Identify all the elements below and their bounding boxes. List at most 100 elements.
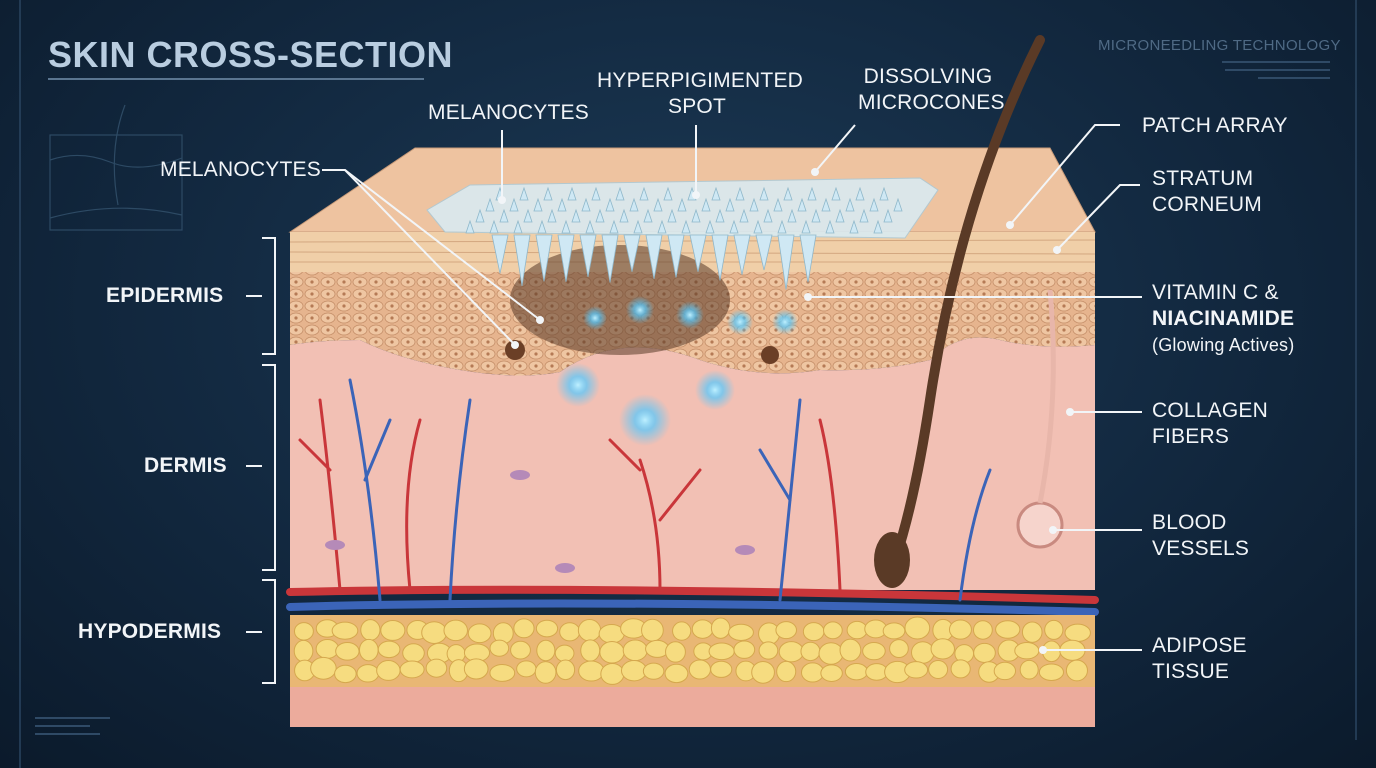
microcone (633, 219, 643, 234)
fat-cell (846, 620, 868, 640)
fat-cell (580, 639, 601, 662)
microcone (835, 208, 845, 223)
fat-cell (293, 639, 314, 663)
label-line: SPOT (668, 95, 726, 118)
fat-cell (535, 619, 559, 638)
fat-cell (710, 617, 731, 639)
fat-cell (904, 661, 929, 679)
microcone (797, 197, 807, 212)
microcone (729, 219, 739, 234)
fat-cell (489, 664, 516, 682)
microcone (705, 219, 715, 234)
label-patch-array: PATCH ARRAY (1142, 114, 1288, 137)
fat-cell (358, 638, 379, 662)
microcone (537, 219, 547, 234)
fat-cell (402, 643, 425, 663)
label-hyperpigmented-spot: HYPERPIGIMENTED SPOT (597, 68, 803, 120)
microcone (623, 234, 641, 272)
hair-follicle (874, 532, 910, 588)
fat-cell (904, 616, 931, 640)
microcone (759, 186, 769, 201)
microcone (763, 208, 773, 223)
microcone (639, 186, 649, 201)
melanocytes (505, 340, 779, 364)
fat-cell (620, 659, 648, 682)
microcone (667, 234, 685, 278)
fat-cell (776, 660, 797, 683)
decorative-lines (35, 61, 1330, 735)
fat-cell (930, 638, 955, 660)
fat-cell (758, 641, 779, 660)
fat-cell (510, 640, 531, 660)
label-line: (Glowing Actives) (1152, 335, 1295, 355)
label-blood-vessels: BLOOD VESSELS (1152, 510, 1249, 562)
microcone (601, 234, 619, 283)
fat-cell (356, 664, 380, 683)
microcone (859, 208, 869, 223)
fat-cell (513, 618, 535, 639)
microcone (591, 186, 601, 201)
fat-cell (688, 659, 711, 680)
microcone (643, 208, 653, 223)
fat-cell (555, 659, 576, 681)
fat-cell (862, 641, 886, 661)
label-line: FIBERS (1152, 425, 1230, 448)
fibroblast-cells (325, 470, 755, 573)
label-line: COLLAGEN (1152, 399, 1268, 422)
fat-cell (1065, 659, 1088, 682)
microcone (711, 234, 729, 281)
microcone (733, 234, 751, 275)
fat-cell (599, 640, 625, 664)
label-line: CORNEUM (1152, 193, 1262, 216)
fat-cell (802, 622, 825, 642)
label-melanocytes-top: MELANOCYTES (428, 101, 589, 124)
thumbnail-diagram (49, 104, 183, 231)
fat-cell (839, 638, 862, 662)
fat-cell (1064, 623, 1091, 642)
fat-cell (889, 639, 909, 659)
fat-cell (425, 658, 448, 678)
fat-cell (489, 639, 510, 657)
fat-cell (1038, 663, 1064, 681)
microcone (677, 197, 687, 212)
fat-cell (600, 662, 625, 685)
label-line: VITAMIN C & (1152, 281, 1279, 304)
microcone (475, 208, 485, 223)
fat-cell (995, 620, 1021, 639)
microcone (485, 197, 495, 212)
microcone (689, 234, 707, 272)
microcone (535, 234, 553, 282)
microcone (777, 234, 795, 290)
microcone (801, 219, 811, 234)
microcone (691, 208, 701, 223)
label-dermis: DERMIS (144, 454, 227, 477)
dermis-layer (290, 337, 1095, 590)
fat-cell (293, 622, 314, 641)
microcone (579, 234, 597, 277)
label-hypodermis: HYPODERMIS (78, 620, 222, 643)
fat-cell (664, 663, 689, 684)
fat-cell (334, 664, 357, 684)
microcone (855, 186, 865, 201)
fat-cell (728, 623, 754, 641)
microcone (645, 234, 663, 280)
fat-cell (536, 639, 556, 662)
fat-cell (360, 619, 381, 641)
muscle-layer (290, 687, 1095, 727)
microcone (523, 208, 533, 223)
fat-cell (1044, 619, 1064, 640)
microcone (663, 186, 673, 201)
leader-lines (246, 124, 1142, 684)
fat-cell (380, 619, 406, 641)
fat-cell (708, 642, 735, 661)
fat-cell (421, 621, 448, 645)
fat-cell (751, 660, 775, 684)
fat-cell (516, 660, 537, 678)
fat-cell (775, 621, 797, 640)
microcone (491, 234, 509, 274)
microcone (739, 208, 749, 223)
microcone (615, 186, 625, 201)
microcone (571, 208, 581, 223)
leader-dots (498, 168, 1074, 654)
microcone (513, 234, 531, 286)
